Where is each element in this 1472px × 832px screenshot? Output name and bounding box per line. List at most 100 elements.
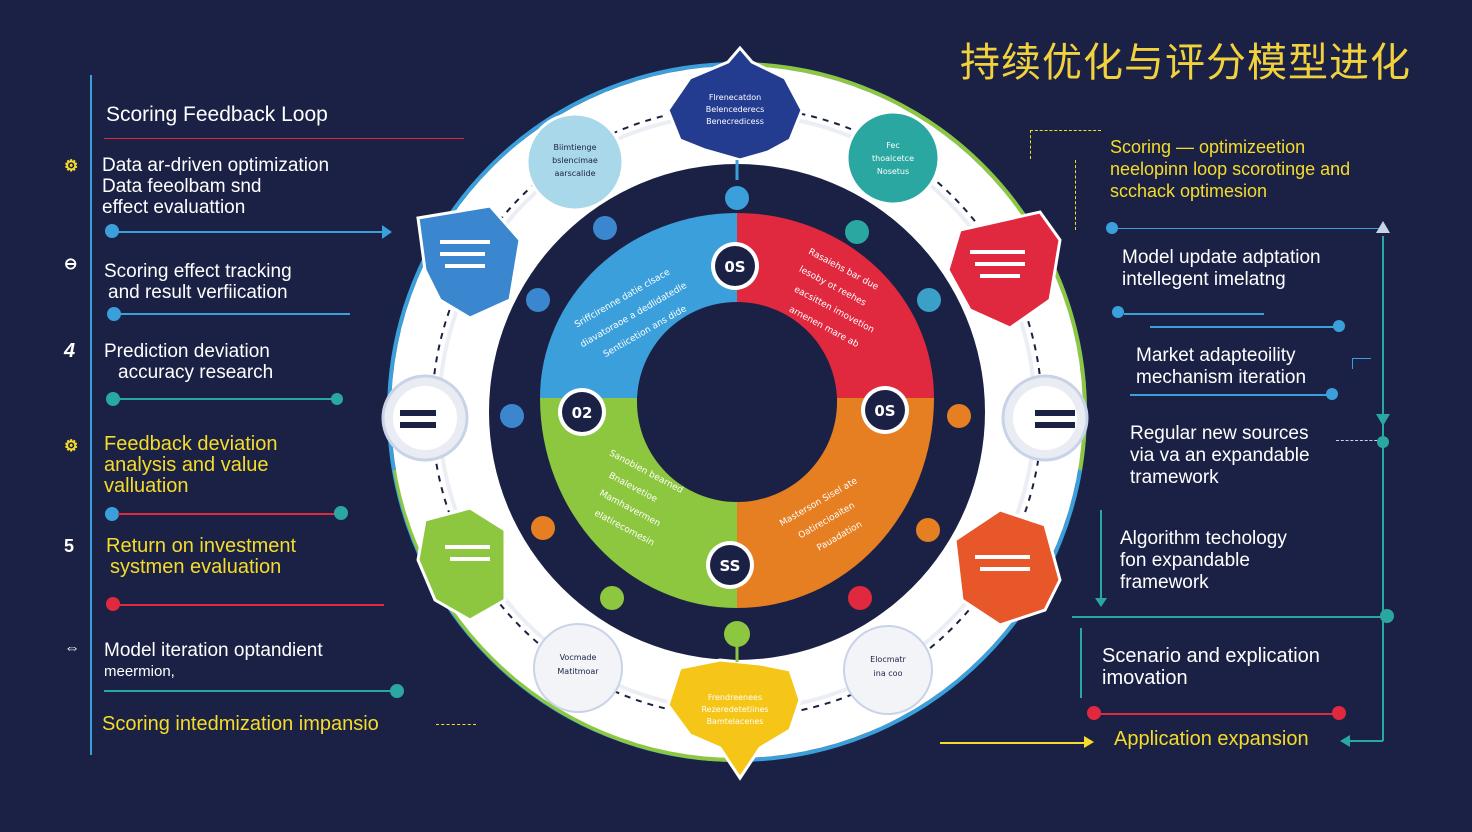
badge-right: 0S [861,386,909,434]
right-item-1-end-dot [1333,320,1345,332]
item-4-icon: ⚙ [64,438,79,455]
item-2-dot [107,307,121,321]
item-3-icon: 4 [64,340,76,362]
right-item-4-vline [1100,510,1102,602]
item-3-dot [106,392,120,406]
badge-bottom-label: SS [720,557,741,575]
right-heading-connector [1075,160,1106,230]
bubble-bottom-right: Elocmatr ina coo [843,586,933,715]
right-top-dot [1106,222,1118,234]
tag-top-line-2: Belencederecs [706,105,765,114]
right-item-1-line [1124,313,1264,315]
item-1-icon: ⚙ [64,158,79,175]
item-3-end-dot [331,393,343,405]
item-3-line [119,398,334,400]
right-item-1-line-b [1150,326,1340,328]
item-6-line [104,690,394,692]
segment-red [737,213,934,398]
right-item-5-bracket [1080,628,1082,698]
tag-upper-left [416,204,550,320]
badge-bottom: SS [706,541,754,589]
right-item-3-end-dot [1377,436,1389,448]
right-mid-line [1072,616,1384,618]
right-heading-bracket [1030,130,1101,159]
bubble-bl-line-2: Matitmoar [557,667,599,676]
right-mid-triangle-icon [1376,414,1390,426]
page-title: 持续优化与评分模型进化 [960,40,1411,86]
bubble-tr-line-3: Nosetus [877,167,909,176]
right-footer-back-line [1350,740,1383,742]
segment-green [540,398,737,608]
tag-bottom-line-3: Bamtelacenes [707,717,764,726]
badge-left: 02 [558,388,606,436]
right-footer-arrow-icon [1084,736,1094,748]
bubble-top-left: Biimtienge bslencimae aarscalide [525,112,625,240]
right-item-4-arrow-icon [1095,598,1107,607]
segment-blue [540,213,737,398]
item-6-end-dot [390,684,404,698]
right-item-2-line [1130,394,1330,396]
outer-rim-green-b [393,469,738,762]
bubble-tr-line-2: thoalcetce [872,154,914,163]
item-2-line [120,313,350,315]
right-item-5-dot [1087,706,1101,720]
segment-orange [737,398,934,608]
badge-top: 0S [711,242,759,290]
right-vertical-connector [1382,236,1384,741]
item-1-line [118,231,383,233]
right-top-line [1110,228,1380,229]
item-4-line [118,513,338,515]
right-mid-end-dot [1380,609,1394,623]
tag-top: Flrenecatdon Belencederecs Benecredicess [666,45,804,210]
badge-top-label: 0S [724,258,745,276]
item-6-icon: ⇔ [64,640,80,657]
disc-left [381,374,524,462]
item-5-line [119,604,384,606]
left-heading-line [104,138,464,139]
left-footer: Scoring intedmization impansio [102,713,379,735]
item-5-dot [106,597,120,611]
right-item-1-dot [1112,306,1124,318]
badge-left-label: 02 [572,404,593,422]
right-top-triangle-icon [1376,221,1390,233]
tag-bottom-line-1: Frendreenees [708,693,762,702]
bubble-tl-line-2: bslencimae [552,156,598,165]
item-1-dot [105,224,119,238]
donut-hole [637,302,837,502]
outer-rim-green-a [736,62,1087,471]
badge-right-label: 0S [874,402,895,420]
bubble-top-right: Fec thoalcetce Nosetus [845,110,941,244]
right-item-5-line [1100,713,1336,715]
right-footer-back-arrow-icon [1340,735,1350,747]
tag-lower-right [916,508,1062,627]
tag-top-line-1: Flrenecatdon [709,93,761,102]
right-item-2-end-dot [1326,388,1338,400]
right-footer-connector [940,742,1085,744]
item-1-arrow-icon [382,225,392,239]
bubble-br-line-2: ina coo [874,669,903,678]
tag-upper-right [917,210,1062,330]
bubble-br-line-1: Elocmatr [870,655,906,664]
right-item-2-arrow-icon [1352,358,1371,369]
left-vertical-rule [90,75,92,755]
left-footer-connector [436,724,476,735]
right-footer: Application expansion [1114,728,1309,750]
left-heading: Scoring Feedback Loop [106,103,328,126]
item-2-icon: ⊖ [64,256,78,273]
tag-bottom: Frendreenees Rezeredetetiines Bamtelacen… [666,621,802,781]
right-item-5-end-dot [1332,706,1346,720]
bubble-bottom-left: Vocmade Matitmoar [533,586,624,713]
bubble-bl-line-1: Vocmade [560,653,597,662]
bubble-tl-line-1: Biimtienge [553,143,596,152]
tag-top-line-3: Benecredicess [706,117,764,126]
